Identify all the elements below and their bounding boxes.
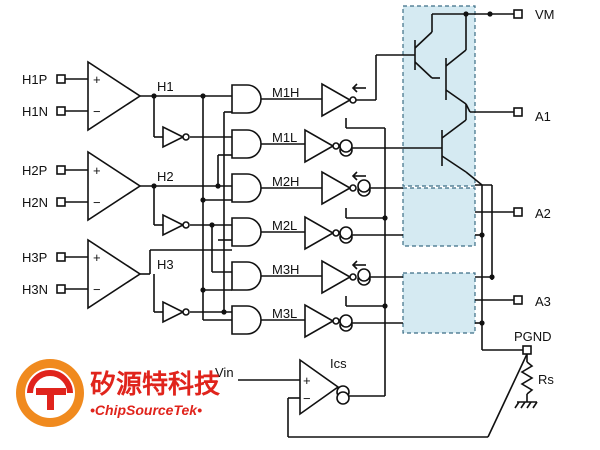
- comparator-h1: [65, 60, 142, 132]
- h3n-label: H3N: [22, 282, 48, 297]
- input-pins: [56, 74, 66, 294]
- comp3-minus: −: [93, 282, 101, 297]
- m3l-label: M3L: [272, 306, 297, 321]
- h3p-label: H3P: [22, 250, 47, 265]
- a3-label: A3: [535, 294, 551, 309]
- m3h-label: M3H: [272, 262, 299, 277]
- and-gate-m3l: [231, 305, 262, 335]
- m1h-label: M1H: [272, 85, 299, 100]
- vin-label: Vin: [215, 365, 234, 380]
- driver-m1h: [321, 82, 357, 118]
- output-buses: [465, 13, 527, 351]
- ground-icon: [514, 401, 538, 409]
- comp2-minus: −: [93, 195, 101, 210]
- vm-label: VM: [535, 7, 555, 22]
- output-pins: [513, 9, 532, 355]
- gate-output-wires: [261, 98, 322, 321]
- h1p-label: H1P: [22, 72, 47, 87]
- comp2-plus: +: [93, 163, 101, 178]
- comp3-plus: +: [93, 250, 101, 265]
- a1-label: A1: [535, 109, 551, 124]
- driver-m1l: [304, 128, 340, 164]
- phase-b-power-zone: [402, 187, 476, 247]
- driver-arrows: [351, 83, 366, 270]
- comp1-plus: +: [93, 72, 101, 87]
- and-gate-m1h: [231, 84, 262, 114]
- driver-output-wires: [345, 54, 442, 324]
- driver-m3h: [321, 259, 357, 295]
- ics-current-source-icon: [336, 385, 350, 405]
- driver-m2h: [321, 170, 357, 206]
- transistor-low: [441, 104, 483, 186]
- and-gate-m2l: [231, 217, 262, 247]
- m1l-label: M1L: [272, 130, 297, 145]
- h1n-label: H1N: [22, 104, 48, 119]
- junction-dots: [151, 93, 227, 315]
- inverter-h1: [162, 125, 190, 149]
- and-gate-m2h: [231, 173, 262, 203]
- driver-m3l: [304, 303, 340, 339]
- and-gate-m1l: [231, 129, 262, 159]
- a2-label: A2: [535, 206, 551, 221]
- ics-label: Ics: [330, 356, 347, 371]
- inverter-h2: [162, 213, 190, 237]
- inverter-h3: [162, 300, 190, 324]
- amp-plus: +: [303, 373, 311, 388]
- comp1-minus: −: [93, 104, 101, 119]
- h2n-label: H2N: [22, 195, 48, 210]
- sense-amplifier: [238, 353, 528, 438]
- h3-label: H3: [157, 257, 174, 272]
- rs-label: Rs: [538, 372, 554, 387]
- brand-name-cn: 矽源特科技: [90, 369, 220, 400]
- transistor-high: [414, 13, 490, 105]
- phase-a-power-zone: [402, 5, 476, 187]
- output-junctions: [382, 11, 495, 326]
- h2p-label: H2P: [22, 163, 47, 178]
- m2l-label: M2L: [272, 218, 297, 233]
- amp-minus: −: [303, 391, 311, 406]
- pgnd-label: PGND: [514, 329, 552, 344]
- comparator-h3: [65, 238, 142, 310]
- comparator-h2: [65, 150, 142, 222]
- phase-c-power-zone: [402, 272, 476, 334]
- and-gate-m3h: [231, 261, 262, 291]
- m2h-label: M2H: [272, 174, 299, 189]
- brand-logo-icon: [16, 359, 84, 427]
- driver-m2l: [304, 215, 340, 251]
- logic-wiring: [140, 95, 232, 321]
- h2-label: H2: [157, 169, 174, 184]
- brand-name-en: •ChipSourceTek•: [90, 402, 202, 418]
- current-sources: [339, 139, 371, 332]
- h1-label: H1: [157, 79, 174, 94]
